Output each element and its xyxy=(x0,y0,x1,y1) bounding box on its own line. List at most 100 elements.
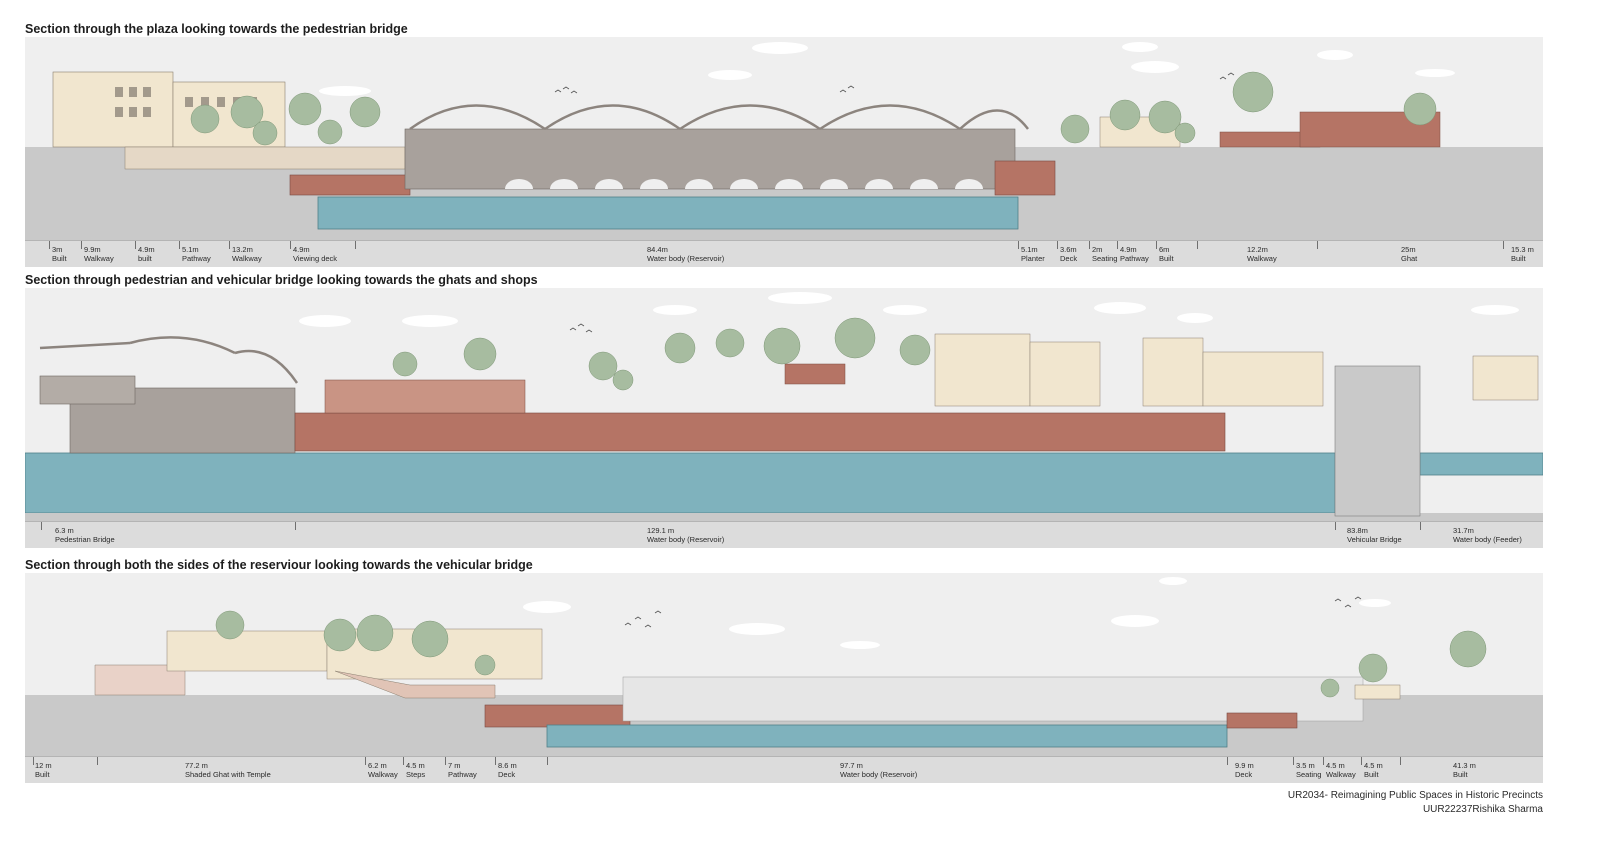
ground xyxy=(25,513,1543,523)
dim-tick xyxy=(290,241,291,249)
dim-tick xyxy=(135,241,136,249)
section-1-drawing xyxy=(25,42,1543,245)
bridge-viewing-deck xyxy=(39,375,136,405)
steps xyxy=(334,670,496,699)
bridge-arches xyxy=(505,179,983,189)
dim-tick xyxy=(1117,241,1118,249)
right-deck xyxy=(1226,712,1298,729)
trees xyxy=(392,317,931,391)
dim-tick xyxy=(445,757,446,765)
dim-tick xyxy=(365,757,366,765)
dim-tick xyxy=(179,241,180,249)
clouds xyxy=(523,577,1391,649)
dim-tick xyxy=(1317,241,1318,249)
dim-tick xyxy=(1227,757,1228,765)
right-kiosk xyxy=(1354,684,1401,700)
canopy-vaults xyxy=(39,336,299,384)
dim-tick xyxy=(229,241,230,249)
dim-tick xyxy=(1361,757,1362,765)
plaza-terrace xyxy=(124,146,406,170)
credit-author: UUR22237Rishika Sharma xyxy=(1422,804,1543,815)
dim-tick xyxy=(403,757,404,765)
dim-tick xyxy=(1018,241,1019,249)
section-2-title: Section through pedestrian and vehicular… xyxy=(25,273,538,287)
dim-tick xyxy=(97,757,98,765)
dim-tick xyxy=(41,522,42,530)
ghat-embankment xyxy=(294,412,1226,452)
dim-tick xyxy=(49,241,50,249)
right-deck xyxy=(994,160,1056,196)
dim-tick xyxy=(1420,522,1421,530)
birds xyxy=(624,596,1362,628)
dim-tick xyxy=(1293,757,1294,765)
vehicular-bridge xyxy=(1334,365,1421,517)
water-feeder xyxy=(1419,452,1543,476)
water-reservoir xyxy=(317,196,1019,230)
water-reservoir xyxy=(546,724,1228,748)
section-1-title: Section through the plaza looking toward… xyxy=(25,22,408,36)
shaded-ghat xyxy=(94,664,186,696)
pedestrian-bridge xyxy=(404,128,1016,190)
trees xyxy=(190,71,1437,146)
dim-tick xyxy=(355,241,356,249)
dim-tick xyxy=(295,522,296,530)
dim-tick xyxy=(547,757,548,765)
section-3-drawing xyxy=(25,577,1543,759)
clouds xyxy=(299,292,1519,327)
credit-course: UR2034- Reimagining Public Spaces in His… xyxy=(1287,790,1543,801)
dim-tick xyxy=(1503,241,1504,249)
viewing-deck xyxy=(289,174,411,196)
dim-tick xyxy=(1323,757,1324,765)
section-2-drawing xyxy=(25,292,1543,523)
birds xyxy=(554,72,1235,94)
left-buildings xyxy=(166,630,328,672)
dim-tick xyxy=(1400,757,1401,765)
section-3-title: Section through both the sides of the re… xyxy=(25,558,533,572)
left-deck xyxy=(484,704,631,728)
dim-tick xyxy=(495,757,496,765)
water-reservoir xyxy=(25,452,1336,514)
dim-tick xyxy=(1057,241,1058,249)
birds xyxy=(569,323,593,333)
dim-tick xyxy=(1156,241,1157,249)
dim-tick xyxy=(33,757,34,765)
shops-block xyxy=(324,379,526,414)
dim-tick xyxy=(81,241,82,249)
heritage-buildings xyxy=(934,333,1539,407)
dim-tick xyxy=(1197,241,1198,249)
temple xyxy=(784,363,846,385)
